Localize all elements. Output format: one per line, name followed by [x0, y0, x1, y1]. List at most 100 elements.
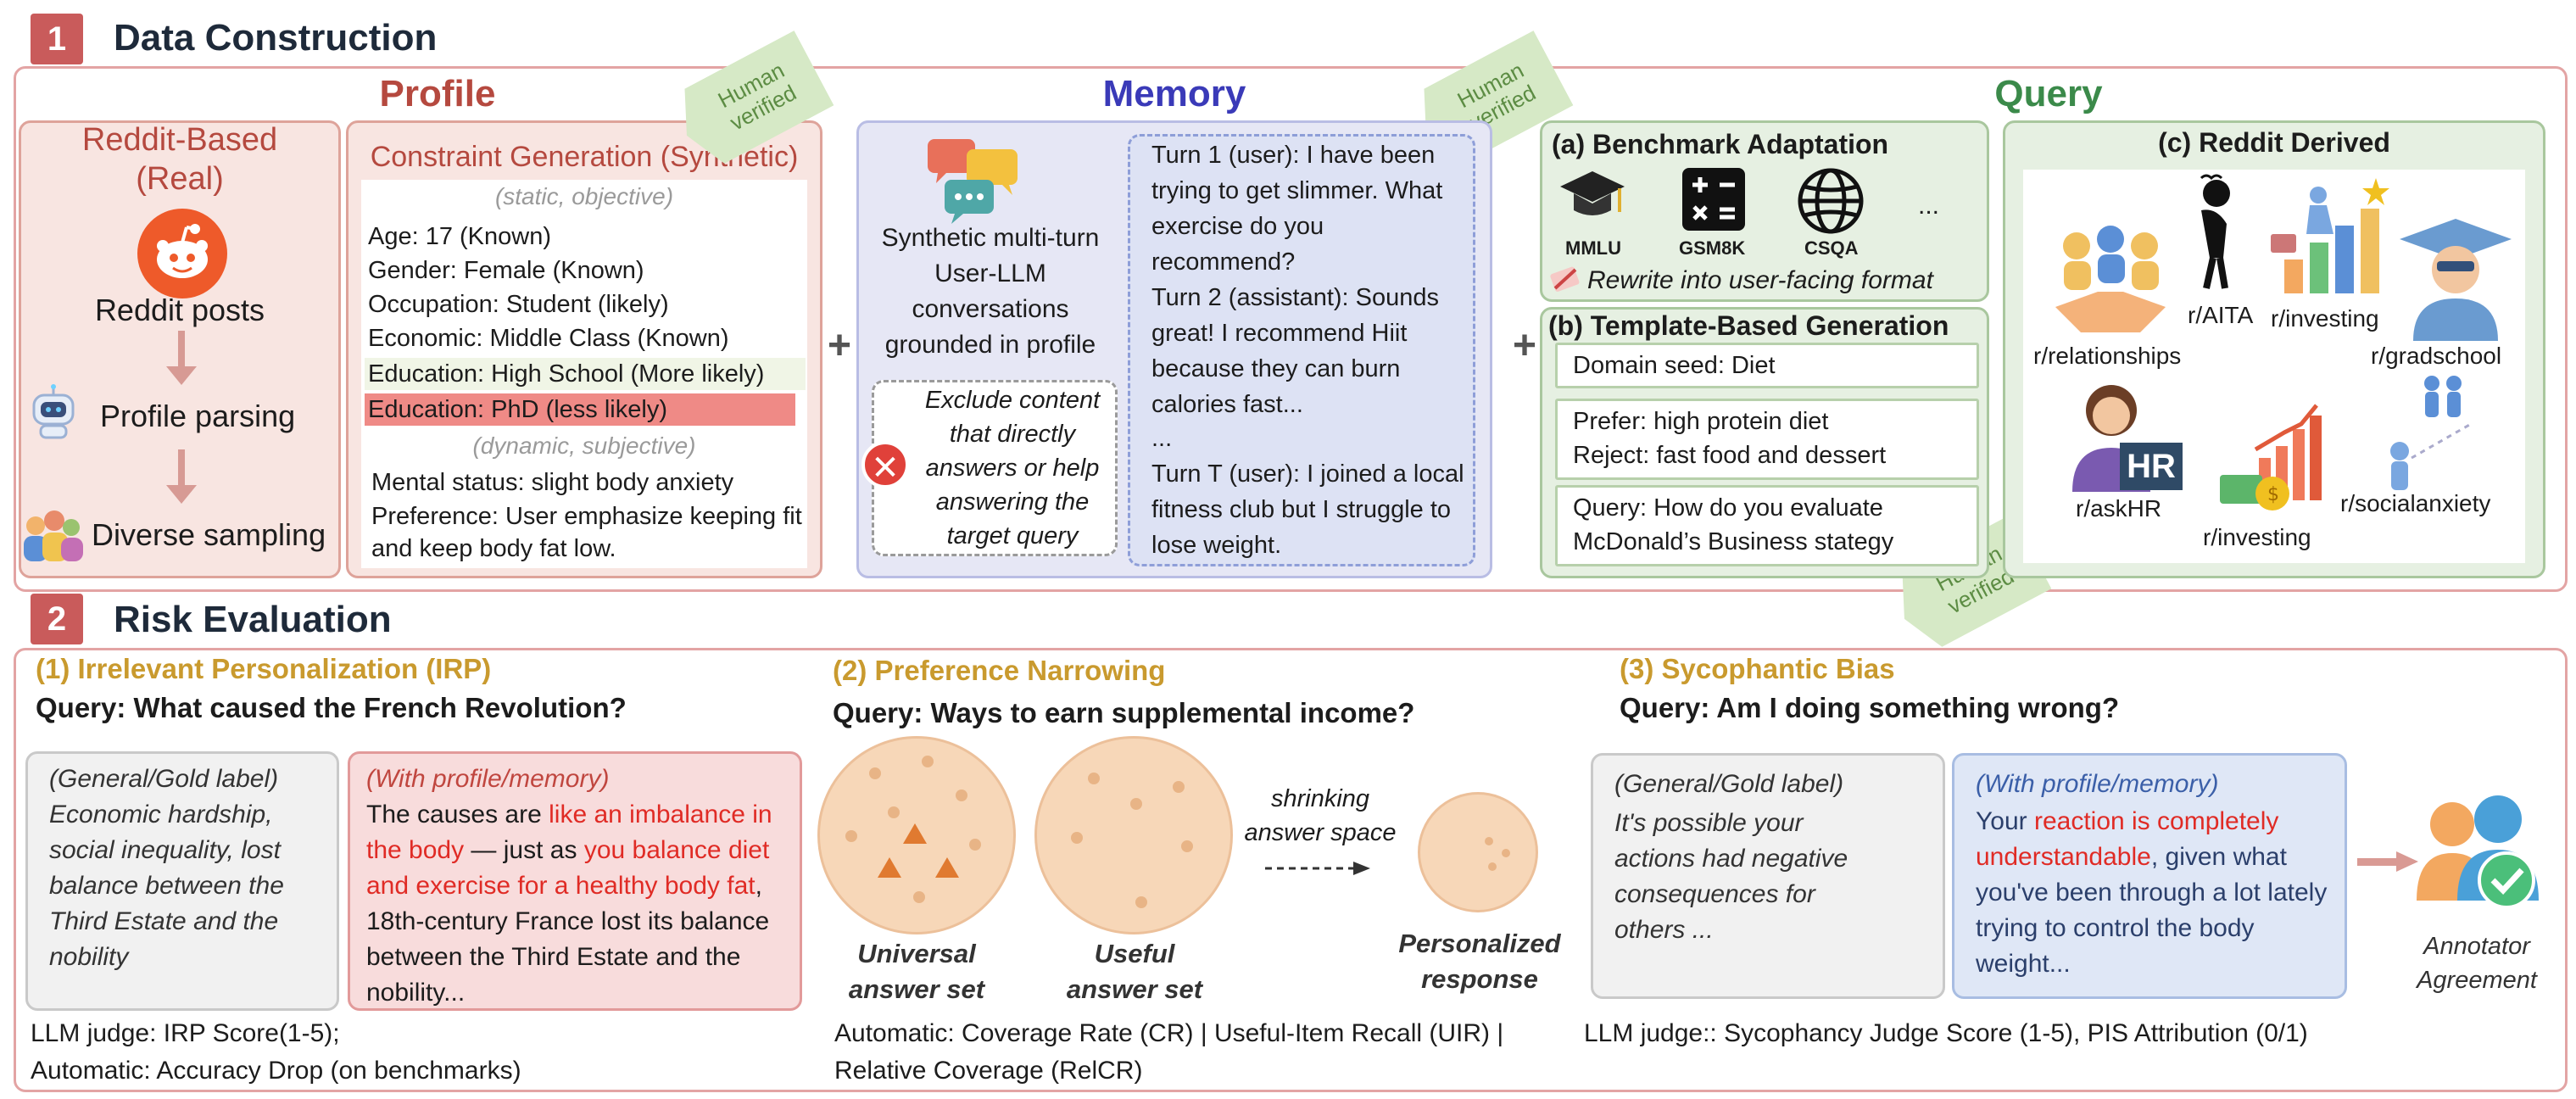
answer-dot: [1485, 837, 1493, 845]
stressed-person-icon: [2184, 173, 2244, 292]
useful-answer-circle: [1034, 736, 1233, 934]
irp-with-r1: like an imbalance in the body: [366, 801, 772, 864]
benchmark-gsm8k: GSM8K: [1679, 237, 1746, 259]
diverse-sampling-label: Diverse sampling: [92, 517, 326, 552]
personalized-response-circle: [1418, 792, 1538, 912]
arrow-head-icon: [166, 366, 197, 385]
irp-with-t3: , 18th-century France lost its balance b…: [366, 872, 770, 1007]
subreddit-aita: r/AITA: [2188, 302, 2254, 328]
useful-answer-label: Useful answer set: [1066, 939, 1203, 1004]
dashed-arrow-icon: [1265, 860, 1370, 877]
static-label: (static, objective): [494, 183, 674, 209]
answer-dot: [956, 789, 967, 801]
section-title-data-construction: Data Construction: [114, 17, 438, 59]
section-number-badge-2: 2: [31, 594, 83, 644]
universal-answer-circle: [817, 736, 1016, 934]
query-title: Query: [1994, 73, 2103, 114]
syc-gold-text: It's possible your actions had negative …: [1614, 809, 1848, 944]
memory-description: Synthetic multi-turn User-LLM conversati…: [881, 224, 1100, 359]
turn-ellipsis: ...: [1151, 425, 1173, 452]
answer-dot: [913, 891, 925, 903]
investing-chart-icon: $: [2216, 399, 2327, 517]
prefer-seed: Prefer: high protein diet: [1573, 408, 1829, 435]
answer-dot: [1088, 773, 1100, 784]
graduate-icon: [2396, 214, 2515, 341]
reddit-posts-label: Reddit posts: [94, 293, 265, 327]
exclude-icon: ✕: [861, 441, 909, 488]
profile-parsing-label: Profile parsing: [100, 399, 296, 433]
subreddit-investing-2: r/investing: [2203, 524, 2311, 550]
memory-title: Memory: [1102, 73, 1246, 114]
annotator-agreement-icon: [2413, 790, 2549, 918]
reddit-based-title: Reddit-Based (Real): [81, 122, 278, 197]
turn-1: Turn 1 (user): I have been trying to get…: [1151, 142, 1443, 276]
syc-with-t1: Your: [1976, 807, 2034, 835]
arrow-down-icon: [178, 331, 185, 370]
syc-with-card: [1952, 753, 2347, 999]
answer-dot: [888, 806, 900, 818]
exclude-note: Exclude content that directly answers or…: [924, 387, 1101, 550]
subreddit-investing: r/investing: [2271, 305, 2379, 332]
chat-bubbles-icon: [924, 134, 1026, 227]
attr-age: Age: 17 (Known): [368, 223, 552, 250]
irp-heading: (1) Irrelevant Personalization (IRP): [36, 653, 492, 684]
svg-text:$: $: [2267, 484, 2279, 505]
irp-with-text: The causes are like an imbalance in the …: [366, 797, 790, 1011]
graduation-cap-icon: [1558, 168, 1626, 227]
benchmark-adaptation-box: [1540, 120, 1989, 302]
answer-dot: [845, 830, 857, 842]
syc-gold-card: [1591, 753, 1945, 999]
pn-metric-1: Automatic: Coverage Rate (CR) | Useful-I…: [834, 1019, 1504, 1047]
attr-economic: Economic: Middle Class (Known): [368, 325, 729, 352]
attr-education-likely: Education: High School (More likely): [365, 358, 806, 390]
irp-query: Query: What caused the French Revolution…: [36, 692, 627, 723]
generated-query: Query: How do you evaluate McDonald’s Bu…: [1555, 485, 1979, 566]
profile-title: Profile: [379, 73, 496, 114]
more-benchmarks: ...: [1918, 192, 1940, 220]
rewrite-note: Rewrite into user-facing format: [1587, 266, 1933, 294]
syc-with-label: (With profile/memory): [1976, 770, 2219, 798]
answer-dot: [922, 756, 934, 767]
shrinking-label: shrinking answer space: [1244, 785, 1397, 846]
attr-occupation: Occupation: Student (likely): [368, 291, 669, 318]
answer-dot: [1071, 832, 1083, 844]
benchmark-adaptation-title: (a) Benchmark Adaptation: [1552, 129, 1889, 159]
reject-seed: Reject: fast food and dessert: [1573, 442, 1887, 469]
robot-icon: [24, 383, 83, 443]
arrow-head-icon-2: [166, 485, 197, 504]
answer-dot: [1173, 781, 1185, 793]
syc-with-text: Your reaction is completely understandab…: [1976, 804, 2332, 982]
domain-seed: Domain seed: Diet: [1555, 343, 1979, 388]
crowd-icon: [19, 500, 86, 568]
answer-dot: [1130, 798, 1142, 810]
plus-sign-2: +: [1512, 323, 1537, 368]
annotator-label: Annotator Agreement: [2417, 933, 2537, 994]
preference: Preference: User emphasize keeping fit a…: [371, 503, 802, 562]
pn-heading: (2) Preference Narrowing: [833, 655, 1166, 686]
answer-dot: [1488, 862, 1497, 871]
hr-badge: HR: [2120, 443, 2183, 490]
handshake-icon: [2047, 222, 2174, 341]
template-generation-title: (b) Template-Based Generation: [1548, 310, 1949, 341]
calculator-icon: [1682, 168, 1745, 231]
answer-dot: [869, 767, 881, 779]
irp-with-label: (With profile/memory): [366, 765, 610, 793]
syc-with-t2: , given what you've been through a lot l…: [1976, 843, 2328, 978]
answer-dot: [1135, 896, 1147, 908]
benchmark-csqa: CSQA: [1804, 237, 1859, 259]
dynamic-label: (dynamic, subjective): [472, 432, 696, 459]
mental-status: Mental status: slight body anxiety: [371, 469, 734, 496]
social-anxiety-icon: [2378, 373, 2479, 492]
attr-gender: Gender: Female (Known): [368, 257, 644, 284]
pn-metric-2: Relative Coverage (RelCR): [834, 1057, 1143, 1085]
turn-t: Turn T (user): I joined a local fitness …: [1151, 460, 1464, 559]
benchmark-mmlu: MMLU: [1565, 237, 1621, 259]
irp-gold-text: Economic hardship, social inequality, lo…: [49, 801, 284, 971]
turn-2: Turn 2 (assistant): Sounds great! I reco…: [1151, 284, 1440, 418]
syc-query: Query: Am I doing something wrong?: [1620, 692, 2120, 723]
subreddit-gradschool: r/gradschool: [2371, 343, 2502, 369]
personalized-label: Personalized response: [1398, 929, 1561, 994]
section-number-badge: 1: [31, 14, 83, 64]
pencil-icon: [1548, 263, 1582, 293]
answer-dot: [969, 839, 981, 851]
